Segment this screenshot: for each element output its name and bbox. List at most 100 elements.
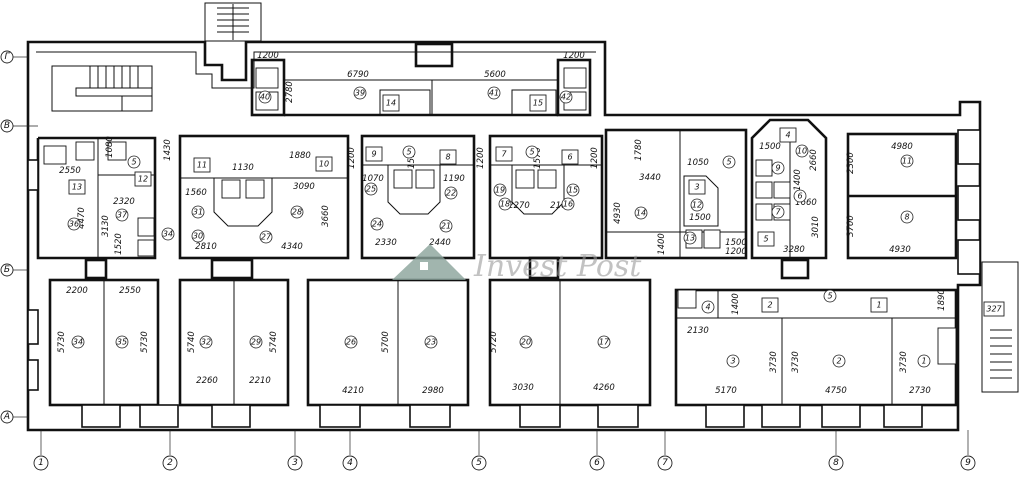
outer-wall <box>26 40 982 432</box>
room-marker: 9 <box>371 150 376 159</box>
dim-label: 1400 <box>793 169 803 191</box>
dim-label: 1430 <box>163 139 173 161</box>
dim-label: 4930 <box>889 245 911 255</box>
dim-label: 5730 <box>57 331 67 353</box>
dim-label: 3730 <box>791 351 801 373</box>
room-circle: 4 <box>705 303 710 312</box>
axis-label-b: Б <box>4 265 10 275</box>
room-circle: 8 <box>904 213 909 222</box>
dim-label: 3030 <box>512 383 534 393</box>
dim-label: 4980 <box>891 142 913 152</box>
room-marker: 13 <box>72 183 82 192</box>
axis-label-4: 4 <box>347 458 353 468</box>
dim-label: 5740 <box>269 331 279 353</box>
dim-label: 1660 <box>795 198 817 208</box>
dim-label: 4260 <box>593 383 615 393</box>
room-circle: 22 <box>446 189 456 198</box>
axis-label-5: 5 <box>476 458 482 468</box>
dim-label: 1570 <box>407 147 417 169</box>
room-circle: 36 <box>69 220 79 229</box>
room-circle: 34 <box>163 230 173 239</box>
dim-label: 5170 <box>715 386 737 396</box>
room-circle: 6 <box>797 192 802 201</box>
dim-label: 5600 <box>484 70 506 80</box>
bottom-windows <box>81 404 923 428</box>
room-circle: 28 <box>292 208 302 217</box>
dim-label: 1780 <box>634 139 644 161</box>
dim-label: 3010 <box>811 216 821 238</box>
watermark-text: Invest Post <box>473 249 642 284</box>
room-circle: 16 <box>563 200 573 209</box>
room-marker: 327 <box>986 305 1002 314</box>
grid-axes: Г В Б А 1 2 3 4 5 6 7 8 9 <box>0 50 976 471</box>
dim-label: 3660 <box>321 205 331 227</box>
inner-wall-line <box>36 51 596 89</box>
room-marker: 10 <box>319 160 329 169</box>
room-marker: 6 <box>567 153 572 162</box>
dim-label: 1400 <box>657 233 667 255</box>
dim-label: 1200 <box>725 247 747 257</box>
dim-label: 1130 <box>232 163 254 173</box>
dim-label: 2200 <box>66 286 88 296</box>
dim-label: 1070 <box>362 174 384 184</box>
dim-label: 3700 <box>846 215 856 237</box>
dim-label: 4470 <box>77 207 87 229</box>
left-side-windows <box>27 159 39 391</box>
room-circle: 29 <box>251 338 261 347</box>
room-circle: 32 <box>201 338 211 347</box>
stairwell-left <box>51 65 153 112</box>
room-circle: 1 <box>921 357 926 366</box>
right-side-windows <box>957 129 981 275</box>
axis-label-v: В <box>4 121 10 131</box>
room-circle: 2 <box>836 357 841 366</box>
dim-label: 4930 <box>613 202 623 224</box>
axis-label-2: 2 <box>167 458 173 468</box>
room-marker: 5 <box>763 235 768 244</box>
room-circle: 7 <box>775 208 781 217</box>
room-circle: 25 <box>366 185 376 194</box>
axis-label-a: А <box>3 412 10 422</box>
dim-label: 5740 <box>187 331 197 353</box>
dim-label: 4340 <box>281 242 303 252</box>
dim-label: 1880 <box>289 151 311 161</box>
room-circle: 13 <box>685 234 695 243</box>
dim-label: 2210 <box>249 376 271 386</box>
dim-label: 3130 <box>101 215 111 237</box>
room-circle: 31 <box>193 208 203 217</box>
room-circle: 26 <box>346 338 356 347</box>
room-circle: 5 <box>406 148 411 157</box>
room-circle: 27 <box>261 233 272 242</box>
dim-label: 2300 <box>846 152 856 174</box>
dim-label: 1500 <box>689 213 711 223</box>
dim-label: 2980 <box>422 386 444 396</box>
room-marker: 15 <box>533 99 543 108</box>
room-circle: 15 <box>568 186 578 195</box>
dim-label: 1080 <box>105 136 115 158</box>
room-circle: 17 <box>599 338 610 347</box>
room-circle: 5 <box>529 148 534 157</box>
room-circle: 41 <box>489 89 499 98</box>
dim-label: 2270 <box>508 201 530 211</box>
dim-label: 2320 <box>113 197 135 207</box>
axis-label-8: 8 <box>833 458 839 468</box>
room-circle: 3 <box>730 357 735 366</box>
dim-label: 3280 <box>783 245 805 255</box>
room-circle: 42 <box>561 93 571 102</box>
dim-label: 1190 <box>443 174 465 184</box>
room-circle: 5 <box>726 158 731 167</box>
dim-label: 5730 <box>140 331 150 353</box>
room-circle: 19 <box>495 186 505 195</box>
room-marker: 3 <box>694 183 699 192</box>
dim-label: 2780 <box>285 81 295 103</box>
room-circle: 34 <box>73 338 83 347</box>
dim-label: 1520 <box>114 233 124 255</box>
watermark: Invest Post <box>392 244 642 284</box>
room-circle: 23 <box>426 338 436 347</box>
axis-label-3: 3 <box>292 458 298 468</box>
dim-label: 1500 <box>725 238 747 248</box>
dim-label: 5720 <box>489 331 499 353</box>
dimension-labels: 1200 1200 6790 5600 2780 1080 2550 4470 … <box>57 51 947 396</box>
dim-label: 1200 <box>257 51 279 61</box>
room-marker: 11 <box>197 161 207 170</box>
